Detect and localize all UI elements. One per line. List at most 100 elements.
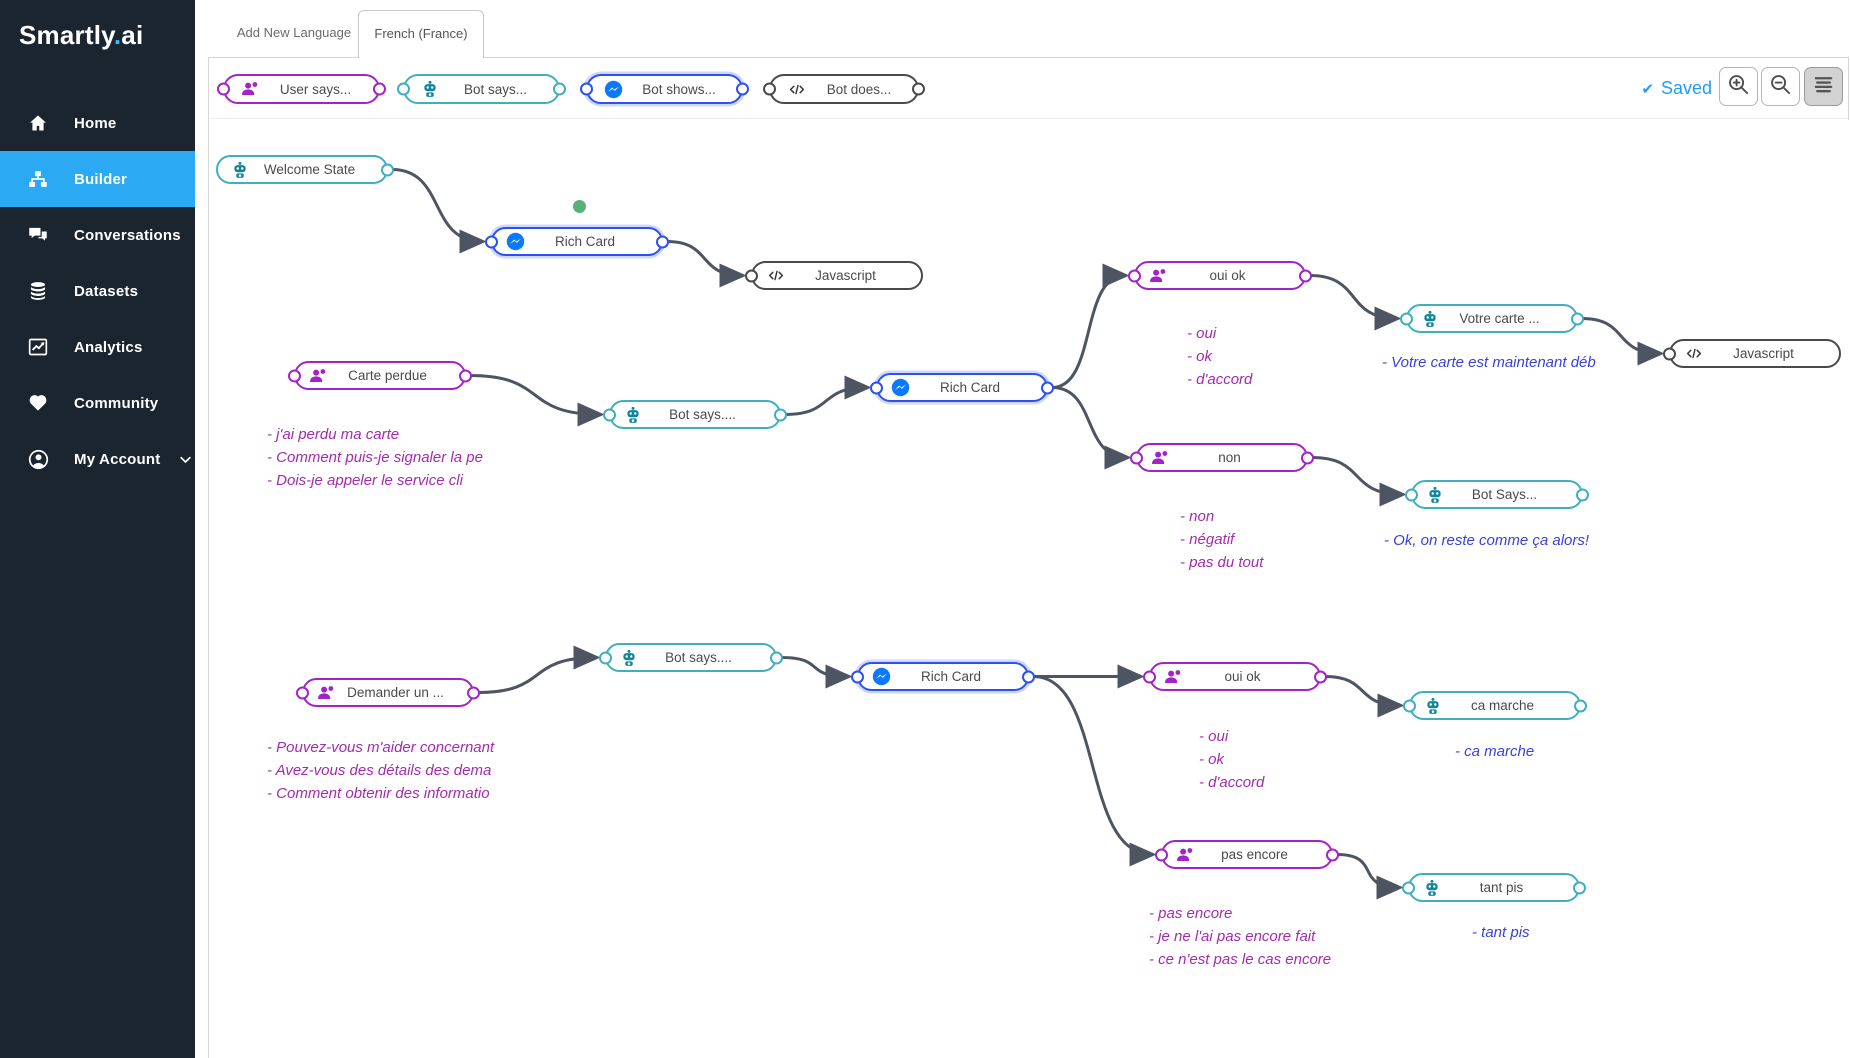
output-port[interactable] [774, 408, 787, 421]
builder-panel: User says... Bot says... Bot shows... Bot d… [208, 57, 1849, 1058]
output-port[interactable] [1299, 269, 1312, 282]
input-port[interactable] [870, 381, 883, 394]
input-port[interactable] [1402, 881, 1415, 894]
palette-user-says[interactable]: User says... [217, 74, 386, 104]
sidebar-item-community[interactable]: Community [0, 375, 195, 431]
palette-bot-shows[interactable]: Bot shows... [580, 74, 749, 104]
chevron-down-icon [178, 452, 193, 467]
node-bot-says-2[interactable]: Bot Says... [1405, 480, 1589, 509]
node-tant-pis[interactable]: tant pis [1402, 873, 1586, 902]
output-port[interactable] [1574, 699, 1587, 712]
port [736, 82, 749, 96]
node-bot-says-1[interactable]: Bot says.... [603, 400, 787, 429]
annotation-line: - oui [1187, 325, 1217, 342]
logo-text: Smartly.ai [19, 20, 144, 50]
annotation-line: - d'accord [1199, 774, 1265, 791]
messenger-icon [604, 80, 623, 99]
sidebar-item-builder[interactable]: Builder [0, 151, 195, 207]
messenger-icon [872, 667, 891, 686]
node-bot-says-3[interactable]: Bot says.... [599, 643, 783, 672]
port [553, 82, 566, 96]
zoom-out-button[interactable] [1761, 67, 1800, 106]
input-port[interactable] [288, 369, 301, 382]
node-non[interactable]: non [1130, 443, 1314, 472]
input-port[interactable] [1155, 848, 1168, 861]
input-port[interactable] [603, 408, 616, 421]
input-port[interactable] [296, 686, 309, 699]
palette-bot-does[interactable]: Bot does... [763, 74, 925, 104]
port [397, 82, 410, 96]
annotation: - pas encore- je ne l'ai pas encore fait… [1149, 902, 1331, 971]
node-ca-marche[interactable]: ca marche [1403, 691, 1587, 720]
edge-rich-card-1-to-javascript-1 [666, 240, 747, 288]
annotation-line: - Comment obtenir des informatio [267, 785, 490, 802]
edge-welcome-state-to-rich-card-1 [391, 168, 487, 254]
input-port[interactable] [599, 651, 612, 664]
annotation-line: - d'accord [1187, 371, 1253, 388]
node-javascript-1[interactable]: Javascript [745, 261, 923, 290]
annotation: - oui - ok - d'accord [1187, 322, 1252, 391]
node-oui-ok-2[interactable]: oui ok [1143, 662, 1327, 691]
annotation-line: - Pouvez-vous m'aider concernant [267, 739, 495, 756]
input-port[interactable] [485, 235, 498, 248]
annotation-line: - ok [1187, 348, 1213, 365]
input-port[interactable] [745, 269, 758, 282]
user-icon [1164, 668, 1182, 686]
node-votre-carte[interactable]: Votre carte ... [1400, 304, 1584, 333]
input-port[interactable] [1663, 347, 1676, 360]
node-pas-encore[interactable]: pas encore [1155, 840, 1339, 869]
node-rich-card-2[interactable]: Rich Card [870, 373, 1054, 402]
annotation-line: - oui [1199, 728, 1229, 745]
edge-demander-un-to-bot-says-3 [477, 645, 601, 694]
output-port[interactable] [381, 163, 394, 176]
sidebar-item-analytics[interactable]: Analytics [0, 319, 195, 375]
sidebar-item-datasets[interactable]: Datasets [0, 263, 195, 319]
sidebar-item-conversations[interactable]: Conversations [0, 207, 195, 263]
sidebar-item-my-account[interactable]: My Account [0, 431, 195, 487]
sidebar-item-home[interactable]: Home [0, 95, 195, 151]
user-icon [1176, 846, 1194, 864]
output-port[interactable] [459, 369, 472, 382]
palette-bot-says[interactable]: Bot says... [397, 74, 566, 104]
check-icon: ✔ [1641, 80, 1654, 98]
node-rich-card-1[interactable]: Rich Card [485, 227, 669, 256]
output-port[interactable] [1326, 848, 1339, 861]
node-welcome-state[interactable]: Welcome State [216, 155, 394, 184]
node-demander-un[interactable]: Demander un ... [296, 678, 480, 707]
zoom-out-icon [1769, 73, 1792, 101]
node-javascript-2[interactable]: Javascript [1663, 339, 1841, 368]
input-port[interactable] [1400, 312, 1413, 325]
user-icon [309, 367, 327, 385]
zoom-in-button[interactable] [1719, 67, 1758, 106]
output-port[interactable] [1314, 670, 1327, 683]
node-oui-ok-1[interactable]: oui ok [1128, 261, 1312, 290]
node-carte-perdue[interactable]: Carte perdue [288, 361, 472, 390]
output-port[interactable] [1573, 881, 1586, 894]
output-port[interactable] [1041, 381, 1054, 394]
input-port[interactable] [1405, 488, 1418, 501]
node-rich-card-3[interactable]: Rich Card [851, 662, 1035, 691]
sidebar-item-label: Community [74, 394, 159, 412]
input-port[interactable] [1128, 269, 1141, 282]
input-port[interactable] [1130, 451, 1143, 464]
node-label: Javascript [1733, 346, 1794, 361]
input-port[interactable] [851, 670, 864, 683]
output-port[interactable] [467, 686, 480, 699]
output-port[interactable] [1301, 451, 1314, 464]
output-port[interactable] [770, 651, 783, 664]
output-port[interactable] [656, 235, 669, 248]
layout-button[interactable] [1804, 67, 1843, 106]
tab-french-france[interactable]: French (France) [358, 10, 484, 58]
sidebar-item-label: Builder [74, 170, 128, 188]
tab-add-new-language[interactable]: Add New Language [236, 25, 352, 40]
bot-icon [231, 161, 249, 179]
output-port[interactable] [1576, 488, 1589, 501]
output-port[interactable] [1022, 670, 1035, 683]
heart-icon [26, 393, 50, 413]
input-port[interactable] [1143, 670, 1156, 683]
input-port[interactable] [1403, 699, 1416, 712]
output-port[interactable] [1571, 312, 1584, 325]
bot-icon [1423, 879, 1441, 897]
annotation-line: - pas encore [1149, 905, 1233, 922]
